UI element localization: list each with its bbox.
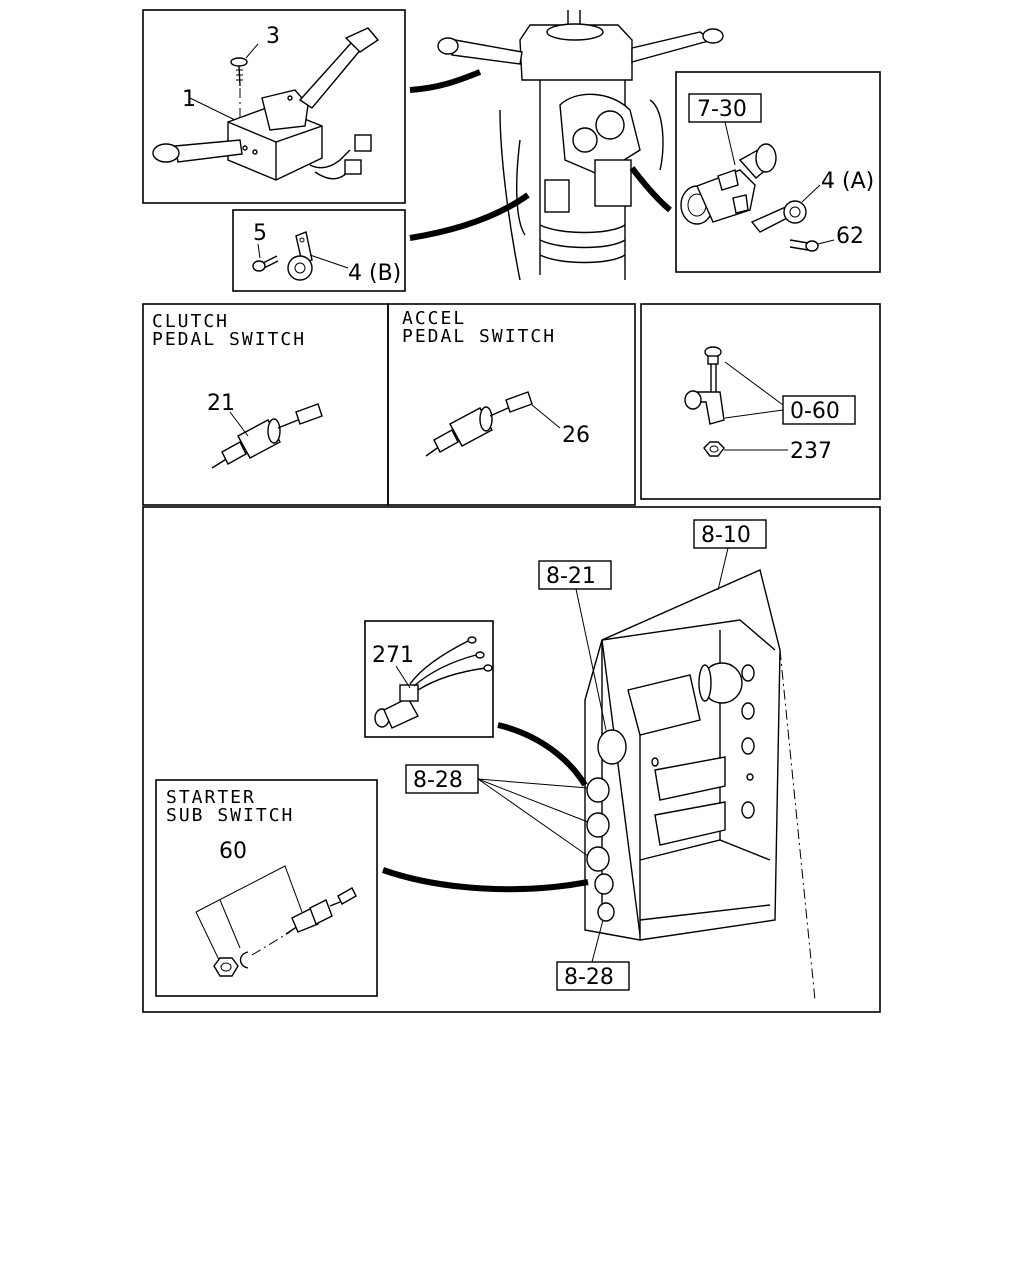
- callout-4b: 4 (B): [348, 261, 401, 286]
- grommet-3: [586, 846, 610, 872]
- bracket-panel: 0-60 237: [640, 303, 881, 500]
- key-cylinder: [680, 143, 777, 225]
- clutch-title-line2: PEDAL SWITCH: [152, 329, 306, 350]
- callout-1: 1: [182, 87, 196, 112]
- accel-title-line2: PEDAL SWITCH: [402, 326, 556, 347]
- connector-271-panel: 271: [364, 620, 494, 738]
- callout-0-60: 0-60: [790, 399, 840, 424]
- callout-box-8-21: [538, 560, 612, 590]
- arrow-switch-to-column: [409, 69, 482, 93]
- screw-3: [230, 57, 248, 118]
- arrow-clip-to-column: [409, 192, 530, 241]
- callout-box-7-30: [688, 93, 762, 123]
- bracket-part: [684, 390, 725, 425]
- arrow-starter-to-box: [382, 867, 589, 893]
- callout-4a: 4 (A): [821, 169, 874, 194]
- clutch-switch-part: [211, 403, 323, 469]
- steering-column: [437, 10, 724, 281]
- arrow-271-to-box: [497, 722, 588, 787]
- starter-switch-part: [285, 887, 357, 935]
- callout-3: 3: [266, 24, 280, 49]
- instrument-box: [584, 569, 816, 1001]
- starter-sub-switch-panel: STARTER SUB SWITCH 60: [155, 779, 378, 997]
- callout-8-28-top: 8-28: [413, 768, 463, 793]
- clip-4b-panel: 5 4 (B): [232, 209, 406, 292]
- arrow-column-to-switch-panel: [629, 166, 672, 213]
- callout-box-8-10: [693, 519, 767, 549]
- starter-title-line1: STARTER: [166, 787, 256, 808]
- combination-switch-body: [152, 27, 380, 181]
- callout-8-21: 8-21: [546, 564, 596, 589]
- clip-4b: [287, 231, 313, 281]
- clip-4a: [750, 200, 807, 233]
- callout-8-10: 8-10: [701, 523, 751, 548]
- bolt-part: [704, 346, 722, 404]
- screw-5: [252, 255, 279, 272]
- nut-237: [703, 441, 725, 457]
- instrument-box-panel: 8-10 8-21 271 8-28: [142, 506, 881, 1013]
- callout-237: 237: [790, 439, 832, 464]
- callout-box-8-28-bottom: [556, 961, 630, 991]
- nut-part: [213, 957, 239, 977]
- grommet-1: [586, 777, 610, 803]
- callout-271: 271: [372, 643, 414, 668]
- accel-title-line1: ACCEL: [402, 308, 466, 329]
- starter-title-line2: SUB SWITCH: [166, 805, 294, 826]
- key-cylinder-panel: 7-30 4 (A) 62: [675, 71, 881, 273]
- callout-5: 5: [253, 221, 267, 246]
- grommet-8-21: [597, 729, 627, 765]
- connector-271: [374, 636, 493, 729]
- combination-switch-panel: 3 1: [142, 9, 406, 204]
- accel-pedal-switch-panel: ACCEL PEDAL SWITCH 26: [387, 303, 636, 506]
- callout-26: 26: [562, 423, 590, 448]
- callout-8-28-bottom: 8-28: [564, 965, 614, 990]
- washer-part: [239, 951, 249, 969]
- callout-7-30: 7-30: [697, 97, 747, 122]
- callout-box-8-28-top: [405, 764, 479, 794]
- grommet-4: [594, 873, 614, 895]
- accel-switch-part: [425, 391, 533, 457]
- clutch-title-line1: CLUTCH: [152, 311, 229, 332]
- grommet-2: [586, 812, 610, 838]
- clutch-pedal-switch-panel: CLUTCH PEDAL SWITCH 21: [142, 303, 389, 506]
- grommet-5: [597, 902, 615, 922]
- callout-21: 21: [207, 391, 235, 416]
- callout-60: 60: [219, 839, 247, 864]
- callout-62: 62: [836, 224, 864, 249]
- screw-62: [789, 239, 819, 252]
